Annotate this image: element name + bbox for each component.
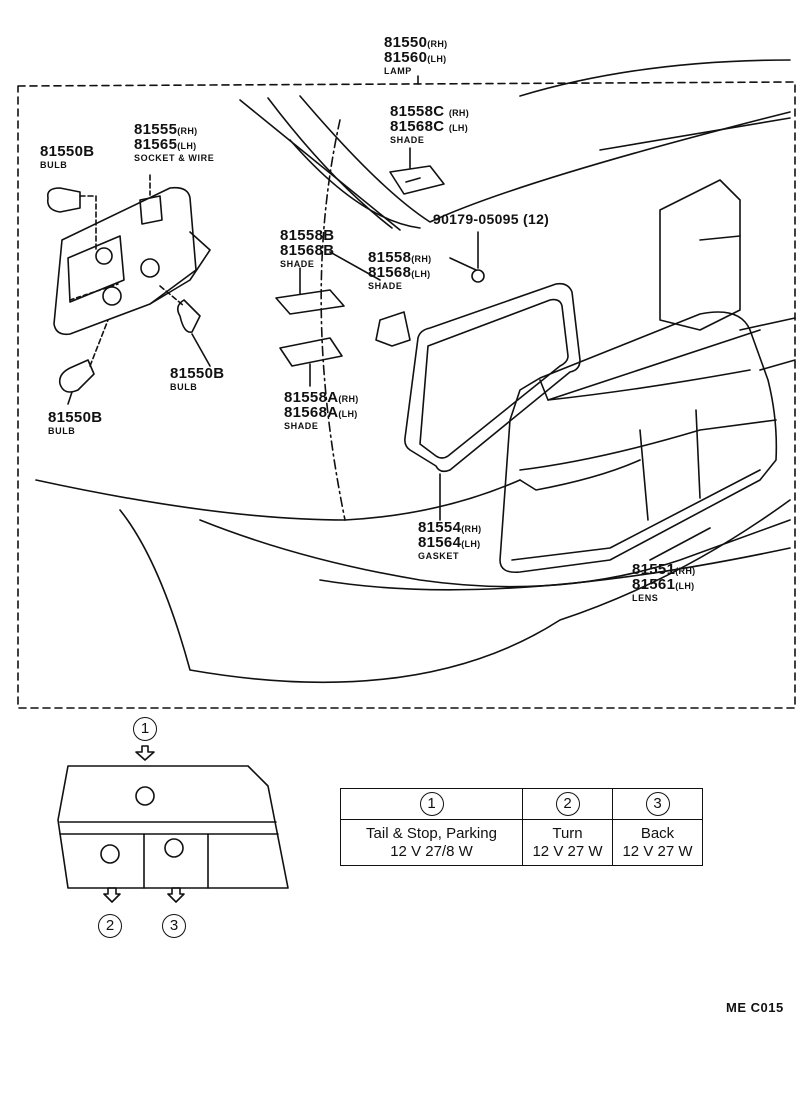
body-line: [239, 99, 401, 231]
label-lens: 81551(RH) 81561(LH) LENS: [632, 561, 696, 603]
lamp-face-view: [57, 765, 289, 889]
socket-housing: [53, 186, 197, 336]
lens-outline: [499, 311, 778, 574]
spec-header-cell: 2: [522, 788, 613, 820]
label-bulb-mid: 81550B BULB: [170, 365, 225, 392]
spec-data-row: Tail & Stop, Parking 12 V 27/8 W Turn 12…: [340, 819, 703, 866]
label-bulb-low: 81550B BULB: [48, 409, 103, 436]
callout-1: 1: [133, 717, 157, 741]
spec-header-row: 1 2 3: [340, 788, 703, 820]
spec-header-cell: 1: [340, 788, 523, 820]
shade-b: [275, 289, 345, 315]
assembly-boundary: [17, 81, 796, 709]
shade-c: [389, 165, 445, 195]
bulb-spec-table: 1 2 3 Tail & Stop, Parking 12 V 27/8 W T…: [340, 788, 703, 866]
diagram-code: ME C015: [726, 1000, 784, 1015]
label-lamp: 81550(RH) 81560(LH) LAMP: [384, 34, 448, 76]
shade-a: [279, 337, 343, 367]
spec-header-cell: 3: [612, 788, 703, 820]
callout-3: 3: [162, 914, 186, 938]
label-shade-a: 81558A(RH) 81568A(LH) SHADE: [284, 389, 359, 431]
spec-cell: Back 12 V 27 W: [612, 819, 703, 866]
label-gasket: 81554(RH) 81564(LH) GASKET: [418, 519, 482, 561]
label-shade-b: 81558B 81568B SHADE: [280, 227, 335, 269]
label-bulb-top: 81550B BULB: [40, 143, 95, 170]
gasket-outline: [404, 282, 581, 473]
shade-main: [375, 311, 411, 347]
callout-2: 2: [98, 914, 122, 938]
label-shade-c: 81558C (RH) 81568C (LH) SHADE: [390, 103, 470, 145]
spec-cell: Tail & Stop, Parking 12 V 27/8 W: [340, 819, 523, 866]
spec-cell: Turn 12 V 27 W: [522, 819, 613, 866]
label-socket-wire: 81555(RH) 81565(LH) SOCKET & WIRE: [134, 121, 215, 163]
screw-nut: [471, 269, 485, 283]
label-screw: 90179-05095 (12): [433, 211, 550, 227]
label-shade-main: 81558(RH) 81568(LH) SHADE: [368, 249, 432, 291]
